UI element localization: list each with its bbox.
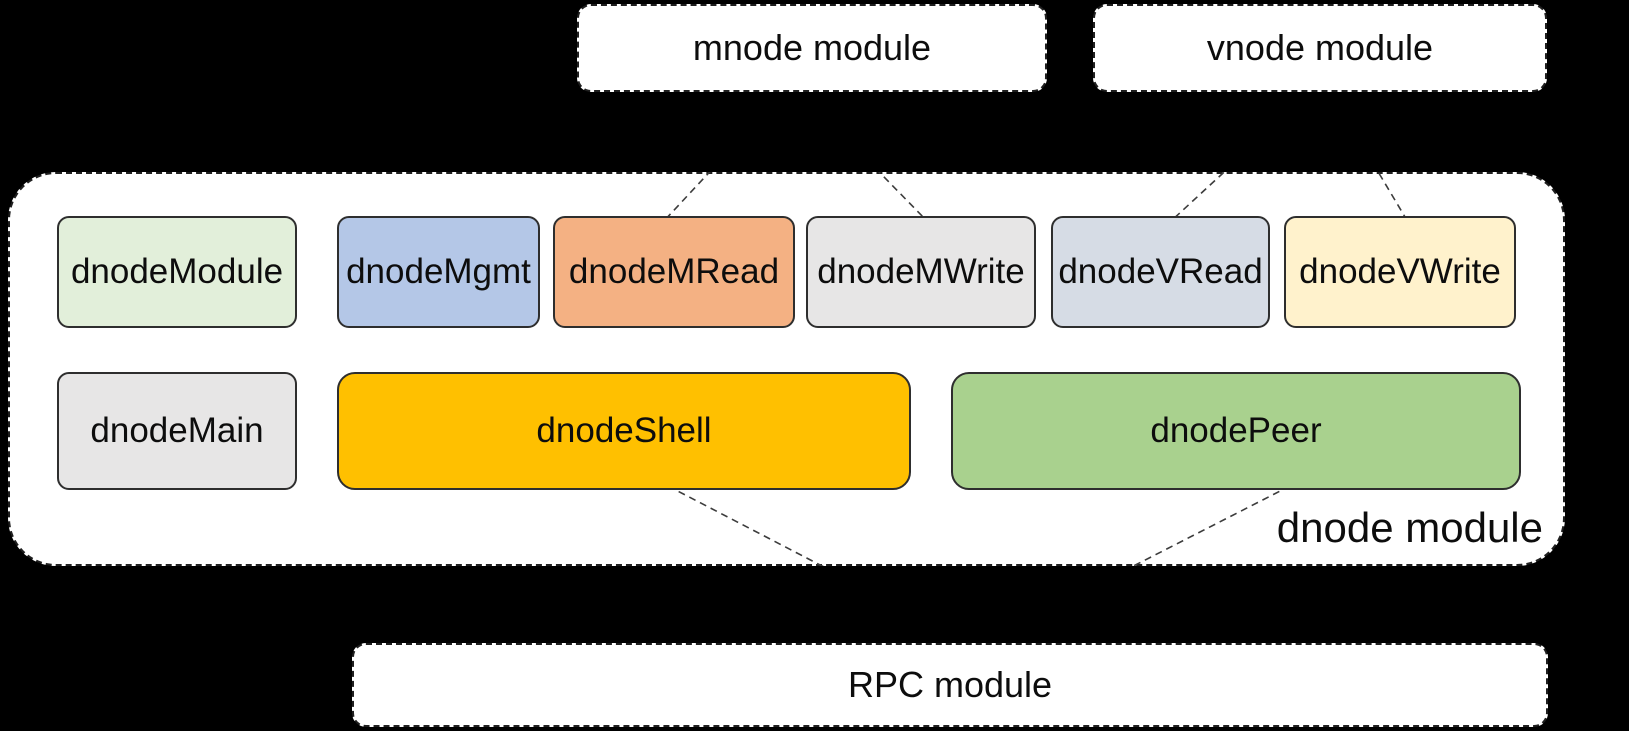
box-dnodeModule-label: dnodeModule [70, 252, 284, 291]
box-dnodeMRead: dnodeMRead [553, 216, 795, 328]
rpc-module-label: RPC module [847, 664, 1053, 705]
box-dnodeShell: dnodeShell [337, 372, 911, 490]
vnode-module-box: vnode module [1093, 4, 1547, 92]
box-dnodeVWrite-label: dnodeVWrite [1299, 252, 1501, 291]
box-dnodeMgmt-label: dnodeMgmt [346, 252, 531, 291]
rpc-module-box: RPC module [352, 643, 1548, 727]
box-dnodeMain: dnodeMain [57, 372, 297, 490]
box-dnodeMgmt: dnodeMgmt [337, 216, 540, 328]
box-dnodeMWrite-label: dnodeMWrite [817, 252, 1025, 291]
mnode-module-label: mnode module [692, 27, 932, 68]
box-dnodeVWrite: dnodeVWrite [1284, 216, 1516, 328]
box-dnodeMWrite: dnodeMWrite [806, 216, 1036, 328]
box-dnodeMRead-label: dnodeMRead [568, 252, 780, 291]
dnode-module-label: dnode module [1276, 504, 1543, 551]
box-dnodeModule: dnodeModule [57, 216, 297, 328]
box-dnodeShell-label: dnodeShell [536, 411, 712, 450]
box-dnodeVRead: dnodeVRead [1051, 216, 1270, 328]
box-dnodeVRead-label: dnodeVRead [1058, 252, 1263, 291]
vnode-module-label: vnode module [1206, 27, 1434, 68]
box-dnodeMain-label: dnodeMain [90, 411, 264, 450]
box-dnodePeer-label: dnodePeer [1150, 411, 1322, 450]
mnode-module-box: mnode module [577, 4, 1047, 92]
box-dnodePeer: dnodePeer [951, 372, 1521, 490]
